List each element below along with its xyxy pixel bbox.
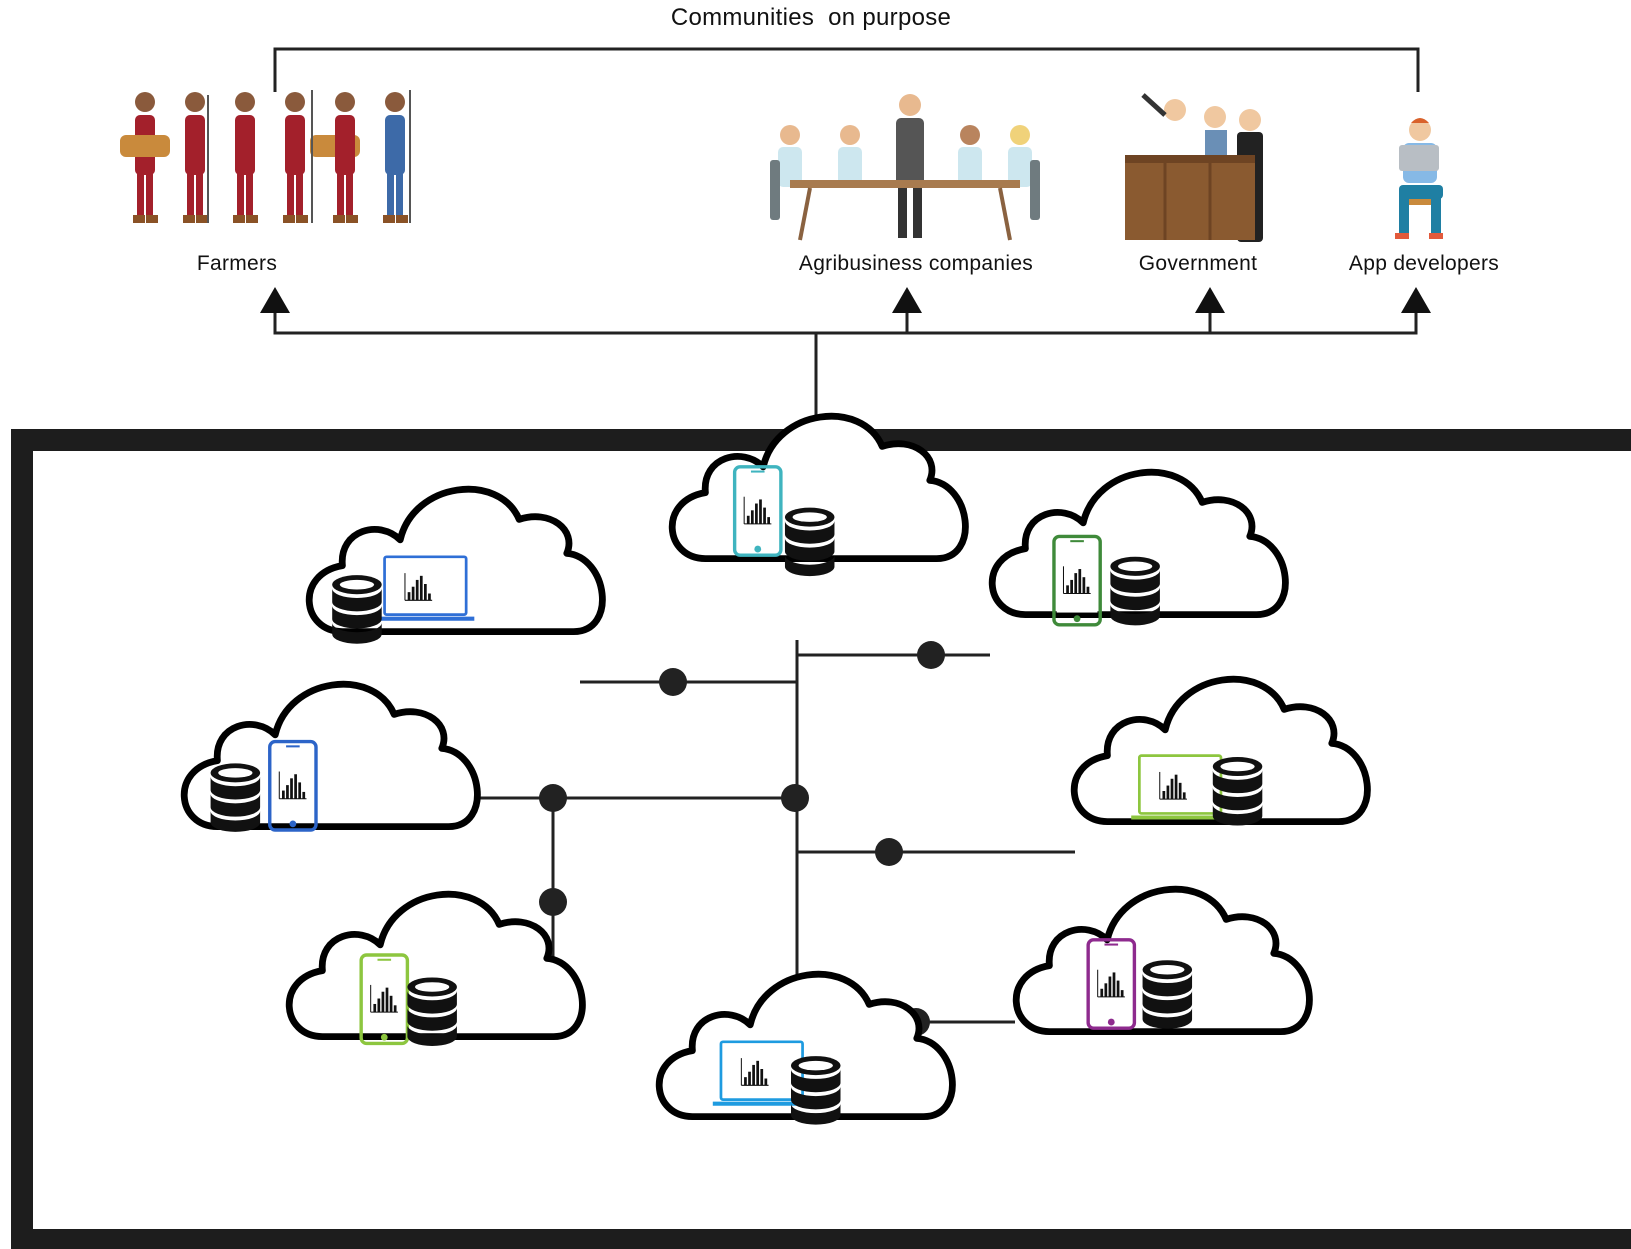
label-government: Government [1138,252,1258,275]
label-app-developers: App developers [1348,252,1500,275]
cloud-top-center [672,416,965,577]
cloud-bottom-left [289,894,582,1046]
cloud-bottom-center [659,974,952,1125]
top-bracket [273,47,1420,92]
smartphone-chart-icon [359,953,410,1046]
diagram-title: Communities on purpose [670,4,952,31]
cloud-bottom-right [1016,889,1309,1031]
label-farmers: Farmers [196,252,278,275]
farmers-group-icon [120,90,411,223]
cloud-mid-left [184,684,477,832]
smartphone-chart-icon [1052,534,1102,627]
cloud-top-right [992,472,1285,627]
distribution-arrows [260,287,1431,430]
label-agribusiness: Agribusiness companies [798,252,1034,275]
smartphone-chart-icon [1086,938,1137,1030]
smartphone-chart-icon [268,739,318,832]
cloud-mid-right [1074,679,1367,826]
developer-laptop-icon [1395,118,1443,239]
business-meeting-icon [770,94,1040,241]
network-nodes [539,641,945,1036]
government-podium-icon [1125,93,1263,242]
clouds [184,416,1367,1125]
laptop-chart-icon [376,555,475,621]
smartphone-chart-icon [732,465,783,557]
cloud-top-left [309,489,602,644]
